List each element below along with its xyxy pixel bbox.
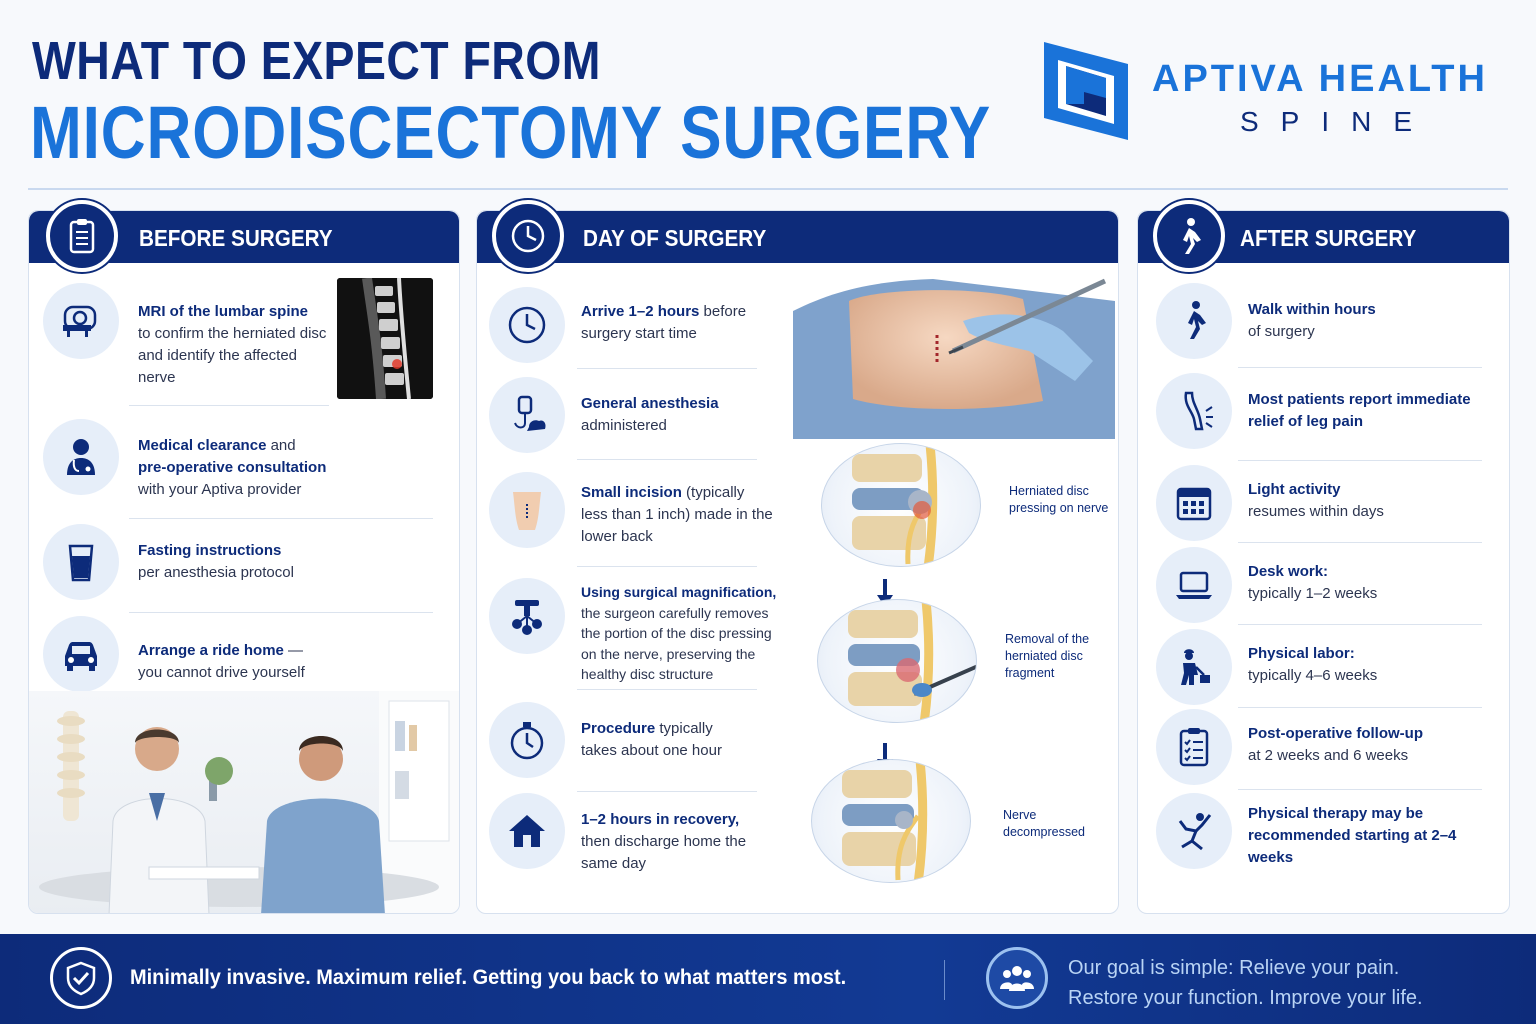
footer-tagline: Minimally invasive. Maximum relief. Gett… [130,966,847,989]
fasting-title: Fasting instructions [138,542,282,559]
aptiva-logo-icon [1044,42,1128,140]
decompressed-label: Nerve decompressed [1003,808,1085,839]
recovery-desc: then discharge home the same day [581,833,747,872]
follow-up-title: Post-operative follow-up [1248,725,1424,742]
walk-title: Walk within hours [1248,301,1376,318]
leg-relief-icon [1156,373,1232,449]
desk-work-title: Desk work: [1248,563,1329,580]
light-activity-title: Light activity [1248,481,1341,498]
mri-desc: to confirm the herniated disc and identi… [138,325,327,386]
herniated-label: Herniated disc pressing on nerve [1009,484,1109,515]
physical-therapy-title: Physical therapy may be recommended star… [1248,805,1457,866]
laptop-icon [1156,547,1232,623]
clearance-desc: with your Aptiva provider [138,481,302,498]
consultation-photo [29,691,459,913]
walking-person-icon [1153,200,1225,272]
recovery-title: 1–2 hours in recovery, [581,811,740,828]
fasting-desc: per anesthesia protocol [138,564,294,581]
calendar-icon [1156,465,1232,541]
anesthesia-title: General anesthesia [581,395,719,412]
spine-illustration-decompressed [811,759,971,883]
incision-desc: less than 1 inch) made in the lower back [581,506,773,545]
physical-labor-title: Physical labor: [1248,645,1355,662]
relief-title: Most patients report immediate relief of… [1248,391,1471,430]
physical-labor-desc: typically 4–6 weeks [1248,667,1378,684]
car-icon [43,616,119,692]
header-divider [28,188,1508,190]
doctor-icon [43,419,119,495]
clock-icon [492,200,564,272]
brand-name: APTIVA HEALTH [1152,58,1488,100]
shield-check-icon [50,947,112,1009]
before-surgery-panel: BEFORE SURGERY MRI of the lumbar spine t… [28,210,460,914]
spine-illustration-herniated [821,443,981,567]
after-surgery-panel: AFTER SURGERY Walk within hours of surge… [1137,210,1510,914]
iv-bag-icon [489,377,565,453]
clearance-title: Medical clearance [138,437,267,454]
mri-scanner-icon [43,283,119,359]
title-top: WHAT TO EXPECT FROM [32,31,601,91]
ride-desc: you cannot drive yourself [138,664,305,681]
stopwatch-icon [489,702,565,778]
day-of-surgery-panel: DAY OF SURGERY Arrive 1–2 hours before s… [476,210,1119,914]
procedure-desc: takes about one hour [581,742,722,759]
spine-illustration-removal [817,599,977,723]
day-of-surgery-header: DAY OF SURGERY [477,211,1118,263]
ride-title: Arrange a ride home [138,642,284,659]
magnification-title: Using surgical magnification, [581,584,777,600]
follow-up-desc: at 2 weeks and 6 weeks [1248,747,1409,764]
consultation-title: pre-operative consultation [138,459,327,476]
clock-icon [489,287,565,363]
procedure-title: Procedure [581,720,656,737]
clipboard-icon [46,200,118,272]
removal-label: Removal of the herniated disc fragment [1005,632,1090,680]
incision-icon [489,472,565,548]
checklist-icon [1156,709,1232,785]
microscope-icon [489,578,565,654]
before-surgery-header: BEFORE SURGERY [29,211,459,263]
day-of-surgery-title: DAY OF SURGERY [583,225,767,251]
house-icon [489,793,565,869]
anesthesia-desc: administered [581,417,667,434]
magnification-desc: the surgeon carefully removes the portio… [581,604,772,683]
light-activity-desc: resumes within days [1248,503,1384,520]
incision-title: Small incision [581,484,682,501]
people-group-icon [986,947,1048,1009]
arrive-title: Arrive 1–2 hours [581,303,700,320]
walk-desc: of surgery [1248,323,1315,340]
footer-banner: Minimally invasive. Maximum relief. Gett… [0,934,1536,1024]
header: WHAT TO EXPECT FROM MICRODISCECTOMY SURG… [0,0,1536,190]
brand-subtitle: SPINE [1240,106,1435,137]
worker-icon [1156,629,1232,705]
mri-image [337,278,433,399]
after-surgery-title: AFTER SURGERY [1240,225,1417,251]
surgery-scene-illustration [793,278,1115,439]
before-surgery-title: BEFORE SURGERY [139,225,333,251]
exercise-icon [1156,793,1232,869]
footer-divider [944,960,945,1000]
walking-person-icon [1156,283,1232,359]
desk-work-desc: typically 1–2 weeks [1248,585,1378,602]
mri-title: MRI of the lumbar spine [138,303,309,320]
glass-icon [43,524,119,600]
footer-goal-line1: Our goal is simple: Relieve your pain. [1068,957,1400,979]
page-title: MICRODISCECTOMY SURGERY [30,91,992,174]
footer-goal-line2: Restore your function. Improve your life… [1068,987,1423,1009]
arrive-desc: surgery start time [581,325,697,342]
